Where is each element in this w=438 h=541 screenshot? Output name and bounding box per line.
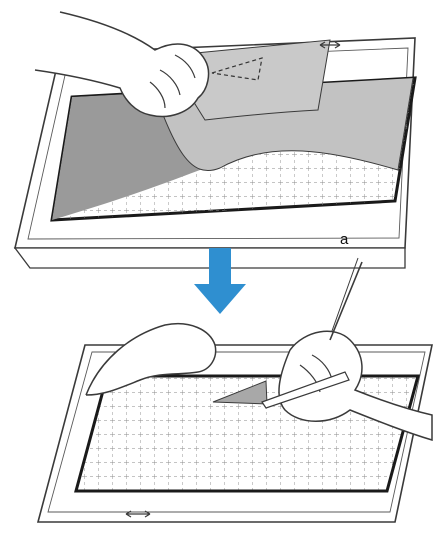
top-panel — [15, 12, 415, 268]
spatula-handle — [330, 262, 362, 340]
callout-label-a: a — [340, 231, 349, 248]
bottom-panel — [38, 262, 432, 522]
